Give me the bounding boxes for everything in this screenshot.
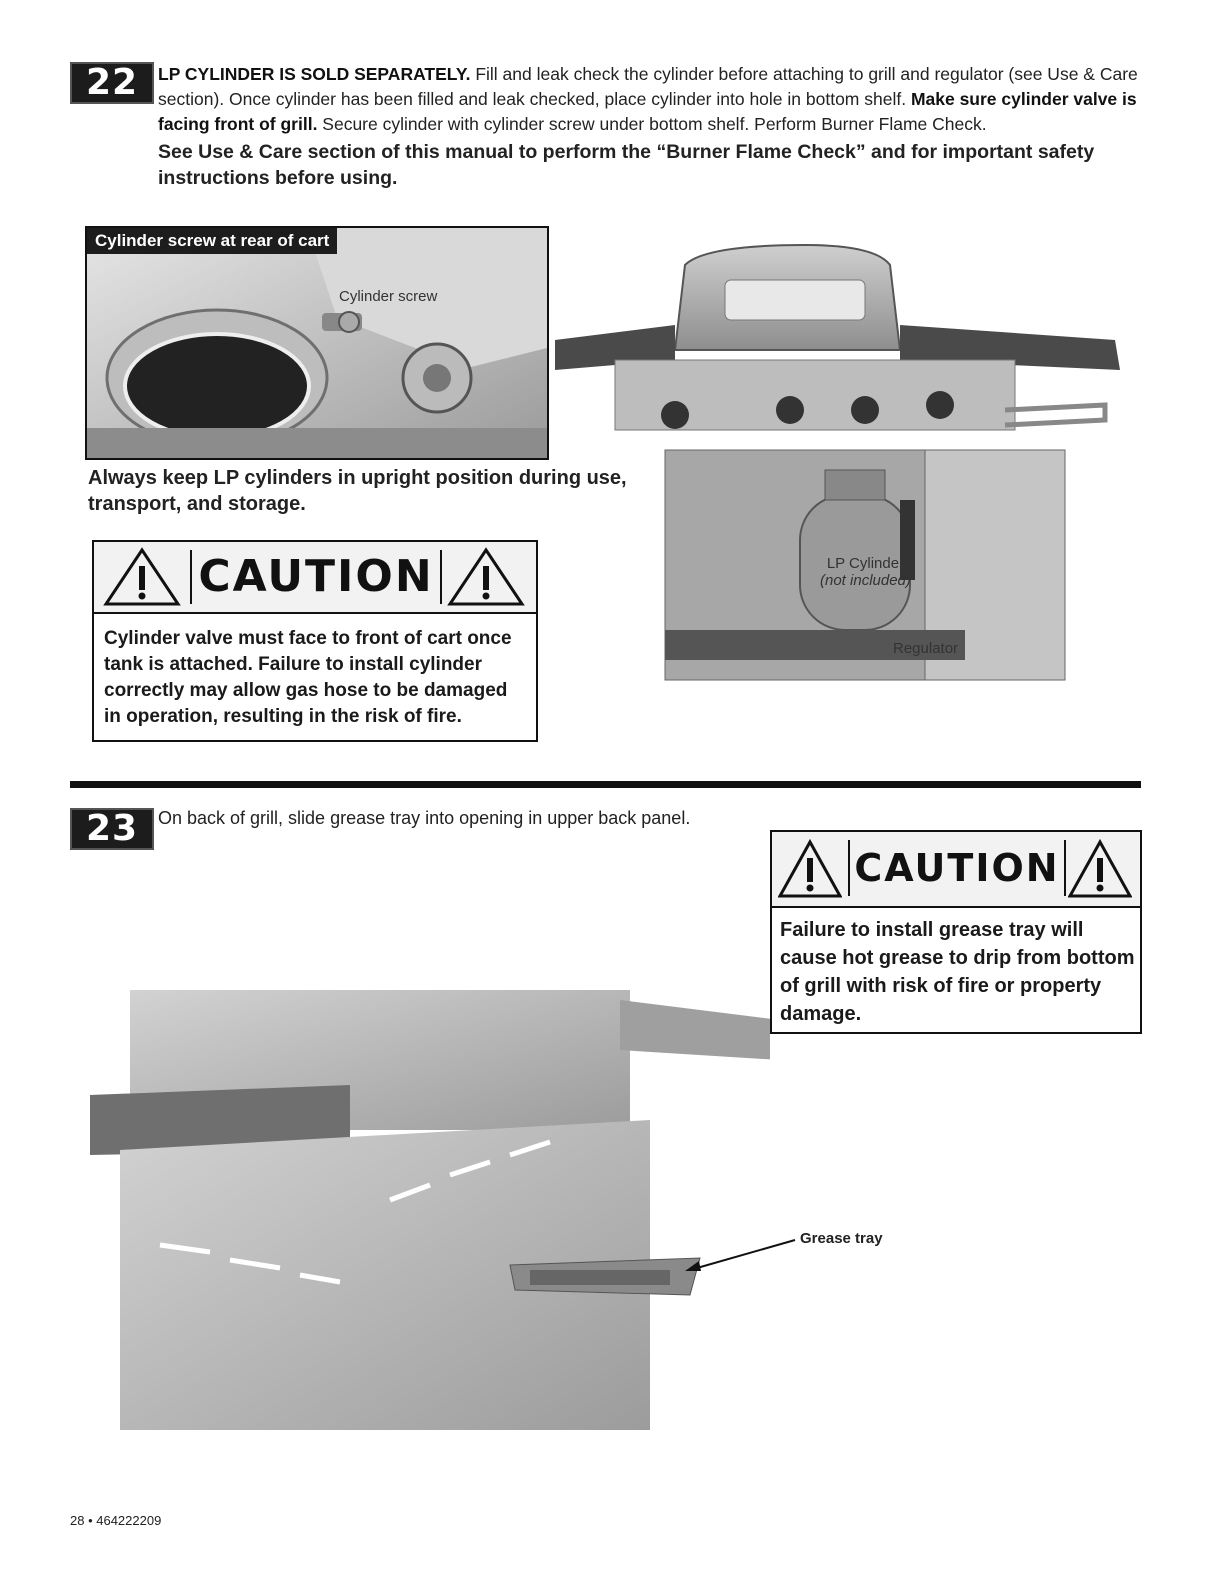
section-divider bbox=[70, 781, 1141, 788]
upright-note: Always keep LP cylinders in upright posi… bbox=[88, 467, 627, 515]
caution-header: CAUTION bbox=[94, 542, 536, 614]
grease-tray-arrow-icon bbox=[685, 1239, 796, 1271]
cylinder-screw-inset: Cylinder screw at rear of cart Cylinder … bbox=[85, 226, 549, 460]
step-22-warning: See Use & Care section of this manual to… bbox=[158, 141, 1095, 189]
lp-cylinder-label-line2: (not included) bbox=[820, 572, 911, 589]
warning-triangle-icon bbox=[447, 547, 525, 606]
lp-cylinder-label-line1: LP Cylinder bbox=[826, 555, 905, 572]
step-23-instructions: On back of grill, slide grease tray into… bbox=[158, 808, 691, 828]
cylinder-screw-illustration bbox=[87, 228, 547, 458]
inset-label: Cylinder screw at rear of cart bbox=[87, 228, 338, 254]
warning-triangle-icon bbox=[1068, 838, 1132, 898]
caution-text-cylinder: Cylinder valve must face to front of car… bbox=[104, 628, 512, 727]
step-22-text-2: Secure cylinder with cylinder screw unde… bbox=[317, 114, 987, 134]
caution-box-grease: CAUTION Failure to install grease tray w… bbox=[770, 830, 1142, 1034]
step-23-badge: 23 bbox=[70, 808, 154, 850]
lp-cylinder-label: LP Cylinder (not included) bbox=[820, 555, 911, 589]
page-footer: 28 • 464222209 bbox=[70, 1513, 162, 1528]
caution-header: CAUTION bbox=[772, 832, 1140, 908]
step-22-bold-1: Make sure cylinder valve is facing front… bbox=[158, 89, 1137, 134]
grill-back-illustration bbox=[90, 990, 770, 1430]
step-22-lead: LP CYLINDER IS SOLD SEPARATELY. bbox=[158, 64, 471, 84]
step-22-text-1: Fill and leak check the cylinder before … bbox=[158, 64, 1138, 109]
step-22-badge: 22 bbox=[70, 62, 154, 104]
warning-triangle-icon bbox=[103, 547, 181, 606]
caution-box-cylinder: CAUTION Cylinder valve must face to fron… bbox=[92, 540, 538, 742]
grill-with-cylinder-illustration bbox=[555, 243, 1120, 681]
inset-callout-cylinder-screw: Cylinder screw bbox=[339, 288, 438, 305]
step-22-instructions: LP CYLINDER IS SOLD SEPARATELY. Fill and… bbox=[158, 62, 1148, 191]
regulator-label: Regulator bbox=[893, 640, 959, 657]
grease-tray-label: Grease tray bbox=[800, 1230, 883, 1247]
caution-title: CAUTION bbox=[190, 550, 442, 604]
caution-title: CAUTION bbox=[848, 840, 1066, 896]
warning-triangle-icon bbox=[778, 838, 842, 898]
caution-text-grease: Failure to install grease tray will caus… bbox=[780, 919, 1135, 1025]
